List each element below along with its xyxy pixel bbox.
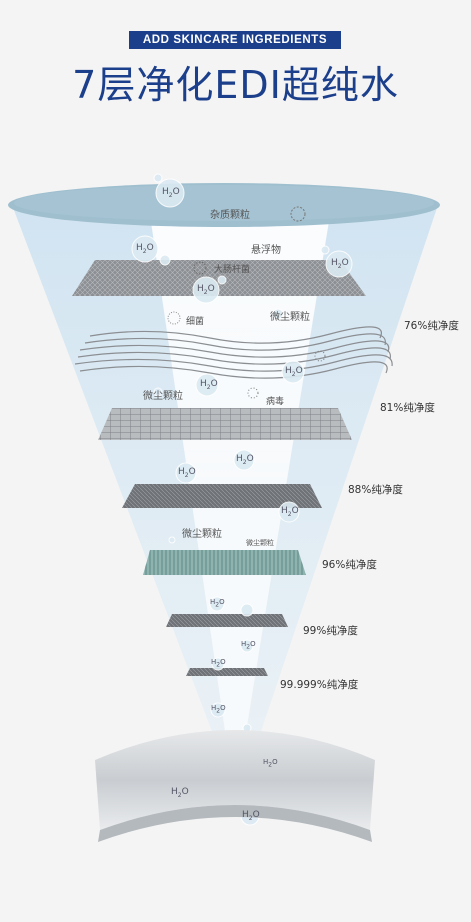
purity-label-layer-7: 99.999%纯净度	[280, 679, 359, 691]
h2o-label: H2O	[171, 787, 189, 799]
h2o-label: H2O	[241, 640, 256, 651]
filter-layer-7	[186, 668, 268, 676]
impurity-label-dust-3: 微尘颗粒	[182, 529, 222, 540]
h2o-label: H2O	[331, 258, 349, 270]
purity-label-layer-3: 81%纯净度	[380, 402, 435, 414]
h2o-label: H2O	[210, 598, 225, 609]
h2o-label: H2O	[178, 467, 196, 479]
header-badge: ADD SKINCARE INGREDIENTS	[129, 31, 341, 49]
impurity-label-dust-1: 微尘颗粒	[270, 312, 310, 323]
filter-layer-5	[143, 550, 306, 575]
impurity-label-bacteria: 细菌	[186, 317, 205, 327]
impurity-label-dust-4: 微尘颗粒	[246, 539, 274, 547]
impurity-label-dust-2: 微尘颗粒	[143, 391, 183, 402]
virus-icon	[247, 387, 259, 399]
h2o-label: H2O	[200, 379, 218, 391]
purity-label-layer-6: 99%纯净度	[303, 625, 358, 637]
h2o-label: H2O	[285, 366, 303, 378]
h2o-label: H2O	[197, 284, 215, 296]
impurity-label-ecoli: 大肠杆菌	[214, 265, 251, 275]
impurity-icon	[290, 206, 306, 222]
filter-layer-6	[166, 614, 288, 627]
collection-basin	[95, 730, 375, 830]
h2o-label: H2O	[211, 704, 226, 715]
purity-label-layer-2: 76%纯净度	[404, 320, 459, 332]
impurity-label-impurity: 杂质颗粒	[210, 210, 250, 221]
h2o-label: H2O	[242, 810, 260, 822]
impurity-label-virus: 病毒	[266, 397, 285, 407]
purity-label-layer-5: 96%纯净度	[322, 559, 377, 571]
germ-icon	[167, 311, 181, 325]
h2o-label: H2O	[236, 454, 254, 466]
filter-layer-2	[74, 326, 393, 379]
h2o-label: H2O	[263, 758, 278, 769]
filter-layer-3	[98, 408, 352, 440]
h2o-label: H2O	[136, 243, 154, 255]
bacteria-icon	[193, 261, 207, 275]
virus-icon	[314, 350, 326, 362]
filter-layer-4	[122, 484, 322, 508]
page-title: 7层净化EDI超纯水	[72, 63, 399, 107]
h2o-label: H2O	[281, 506, 299, 518]
purity-label-layer-4: 88%纯净度	[348, 484, 403, 496]
h2o-label: H2O	[211, 658, 226, 669]
h2o-label: H2O	[162, 187, 180, 199]
impurity-label-suspended: 悬浮物	[251, 245, 281, 256]
